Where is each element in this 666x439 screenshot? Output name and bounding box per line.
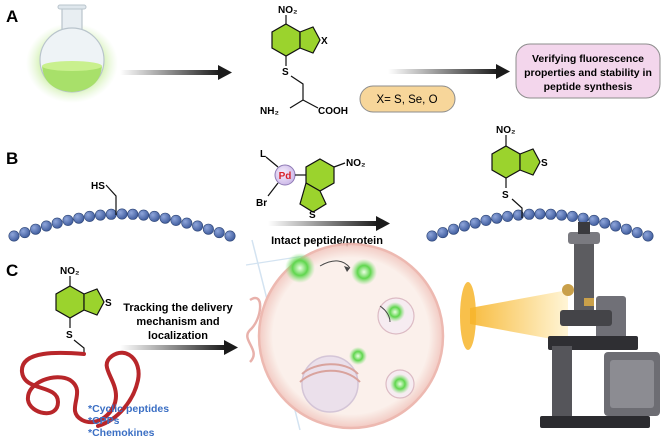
cyclic-peptide-ribbon xyxy=(20,350,141,428)
peptide-chain-right xyxy=(426,208,654,242)
amino-acid-bead xyxy=(620,223,632,235)
amino-acid-bead xyxy=(116,208,128,220)
svg-text:S: S xyxy=(502,190,509,201)
svg-text:NO₂: NO₂ xyxy=(278,5,297,16)
amino-acid-bead xyxy=(105,208,117,220)
svg-text:NO₂: NO₂ xyxy=(346,158,365,169)
amino-acid-bead xyxy=(192,220,204,232)
tracking-label: Tracking the delivery mechanism and loca… xyxy=(123,302,233,342)
svg-text:Br: Br xyxy=(256,198,267,209)
svg-text:COOH: COOH xyxy=(318,106,348,117)
svg-text:properties and stability in: properties and stability in xyxy=(524,67,652,79)
svg-text:peptide synthesis: peptide synthesis xyxy=(544,81,633,93)
amino-acid-bead xyxy=(642,230,654,242)
cell-illustration xyxy=(245,239,445,431)
nbd-cyclic-peptide-structure: NO₂ S S xyxy=(55,266,112,354)
amino-acid-bead xyxy=(480,214,492,226)
amino-acid-bead xyxy=(170,214,182,226)
svg-text:L: L xyxy=(260,149,266,160)
amino-acid-bead xyxy=(491,212,503,224)
amino-acid-bead xyxy=(437,227,449,239)
nbd-cysteine-structure: NO₂ X S NH₂ COOH xyxy=(260,5,348,117)
svg-text:Pd: Pd xyxy=(279,171,292,182)
amino-acid-bead xyxy=(577,212,589,224)
amino-acid-bead xyxy=(94,209,106,221)
reaction-arrow xyxy=(120,340,238,355)
list-item: *Cyclic peptides xyxy=(88,403,169,415)
svg-text:Verifying fluorescence: Verifying fluorescence xyxy=(532,53,644,65)
svg-text:X= S, Se, O: X= S, Se, O xyxy=(376,94,437,106)
amino-acid-bead xyxy=(599,217,611,229)
svg-text:NO₂: NO₂ xyxy=(60,266,79,277)
amino-acid-bead xyxy=(148,210,160,222)
list-item: *Chemokines xyxy=(88,427,155,439)
panel-letter-b: B xyxy=(6,149,18,168)
amino-acid-bead xyxy=(51,217,63,229)
svg-text:S: S xyxy=(309,210,316,221)
svg-text:S: S xyxy=(541,158,548,169)
svg-text:NO₂: NO₂ xyxy=(496,125,515,136)
amino-acid-bead xyxy=(8,230,20,242)
svg-text:S: S xyxy=(282,67,289,78)
reaction-arrow xyxy=(388,64,510,79)
amino-acid-bead xyxy=(127,208,139,220)
amino-acid-bead xyxy=(458,220,470,232)
list-item: *CPPs xyxy=(88,415,120,427)
goal-box: Verifying fluorescence properties and st… xyxy=(515,43,661,99)
light-beam xyxy=(460,282,568,350)
amino-acid-bead xyxy=(62,214,74,226)
svg-text:HS: HS xyxy=(91,181,105,192)
svg-text:localization: localization xyxy=(148,330,208,342)
amino-acid-bead xyxy=(588,214,600,226)
amino-acid-bead xyxy=(181,217,193,229)
amino-acid-bead xyxy=(73,212,85,224)
thiol-group: HS xyxy=(91,181,117,215)
svg-text:Tracking the delivery: Tracking the delivery xyxy=(123,302,233,314)
amino-acid-bead xyxy=(502,210,514,222)
reaction-arrow xyxy=(120,65,232,80)
svg-text:S: S xyxy=(66,330,73,341)
amino-acid-bead xyxy=(631,227,643,239)
amino-acid-bead xyxy=(19,227,31,239)
reaction-arrow xyxy=(268,216,390,231)
amino-acid-bead xyxy=(534,208,546,220)
amino-acid-bead xyxy=(138,209,150,221)
svg-text:S: S xyxy=(105,298,112,309)
panel-letter-c: C xyxy=(6,261,18,280)
amino-acid-bead xyxy=(556,209,568,221)
svg-text:NH₂: NH₂ xyxy=(260,106,279,117)
amino-acid-bead xyxy=(545,208,557,220)
svg-text:X: X xyxy=(321,36,328,47)
amino-acid-bead xyxy=(224,230,236,242)
nbd-peptide-conjugate: NO₂ S S xyxy=(491,125,548,218)
microscope-icon xyxy=(540,222,660,428)
amino-acid-bead xyxy=(610,220,622,232)
amino-acid-bead xyxy=(202,223,214,235)
amino-acid-bead xyxy=(84,210,96,222)
peptide-type-list: *Cyclic peptides *CPPs *Chemokines xyxy=(88,403,169,439)
svg-text:mechanism and: mechanism and xyxy=(136,316,219,328)
amino-acid-bead xyxy=(426,230,438,242)
peptide-chain-left xyxy=(8,208,236,242)
flask-icon xyxy=(26,4,118,103)
amino-acid-bead xyxy=(159,212,171,224)
amino-acid-bead xyxy=(523,208,535,220)
amino-acid-bead xyxy=(448,223,460,235)
amino-acid-bead xyxy=(512,209,524,221)
panel-letter-a: A xyxy=(6,7,18,26)
amino-acid-bead xyxy=(469,217,481,229)
amino-acid-bead xyxy=(40,220,52,232)
pd-reagent-structure: L Pd Br NO₂ S xyxy=(256,149,365,221)
amino-acid-bead xyxy=(30,223,42,235)
amino-acid-bead xyxy=(566,210,578,222)
x-values-badge: X= S, Se, O xyxy=(359,85,456,113)
amino-acid-bead xyxy=(213,227,225,239)
